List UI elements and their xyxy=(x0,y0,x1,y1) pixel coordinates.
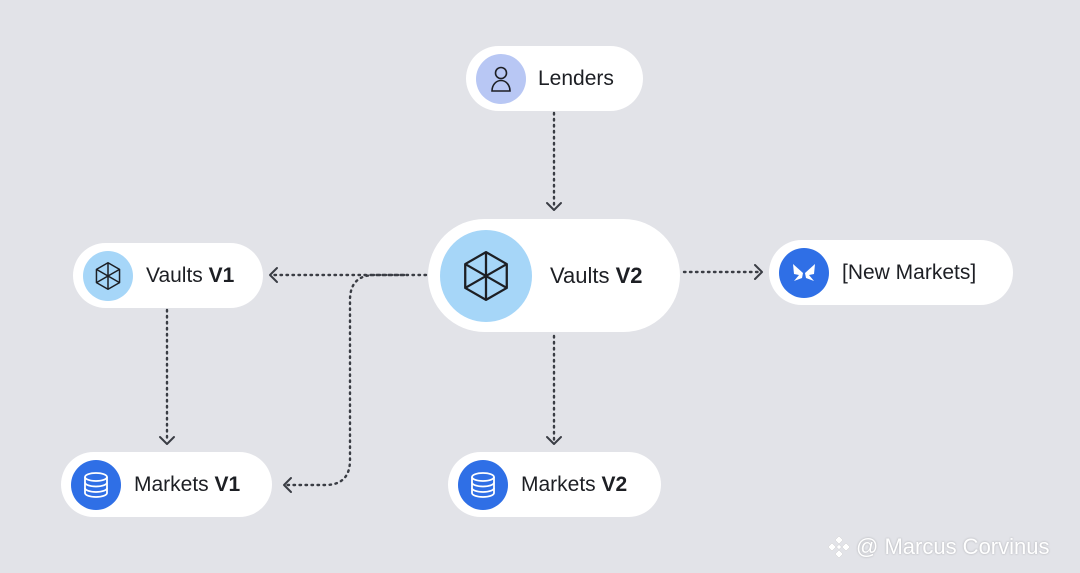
node-label: Lenders xyxy=(538,66,614,90)
node-markets-v2: Markets V2 xyxy=(448,452,661,517)
person-icon xyxy=(476,53,526,104)
node-lenders: Lenders xyxy=(466,46,643,111)
arrowhead-markets-v2 xyxy=(546,436,562,445)
watermark-text: @ Marcus Corvinus xyxy=(856,534,1050,559)
arrowhead-new-markets xyxy=(754,264,763,280)
watermark: @ Marcus Corvinus xyxy=(826,534,1050,560)
database-icon xyxy=(458,459,508,510)
node-label: Vaults V1 xyxy=(146,263,235,287)
edge-vaults-v2-to-markets-v1 xyxy=(285,273,406,487)
cube-icon xyxy=(440,229,532,322)
node-markets-v1: Markets V1 xyxy=(61,452,272,517)
arrowhead-vaults-v1-to-markets-v1 xyxy=(159,436,175,445)
cube-icon xyxy=(83,250,133,301)
arrowhead-vaults-v1 xyxy=(269,267,278,283)
database-icon xyxy=(71,459,121,510)
node-new-markets: [New Markets] xyxy=(769,240,1013,305)
node-label: Markets V1 xyxy=(134,472,241,496)
butterfly-icon xyxy=(779,247,829,298)
node-label: Vaults V2 xyxy=(550,262,643,288)
node-label: Markets V2 xyxy=(521,472,628,496)
node-vaults-v1: Vaults V1 xyxy=(73,243,263,308)
binance-logo-icon xyxy=(827,535,851,559)
node-label: [New Markets] xyxy=(842,260,977,284)
node-vaults-v2: Vaults V2 xyxy=(428,219,680,332)
arrowhead-markets-v1 xyxy=(283,477,292,493)
arrowhead-lenders-to-vaults-v2 xyxy=(546,202,562,211)
